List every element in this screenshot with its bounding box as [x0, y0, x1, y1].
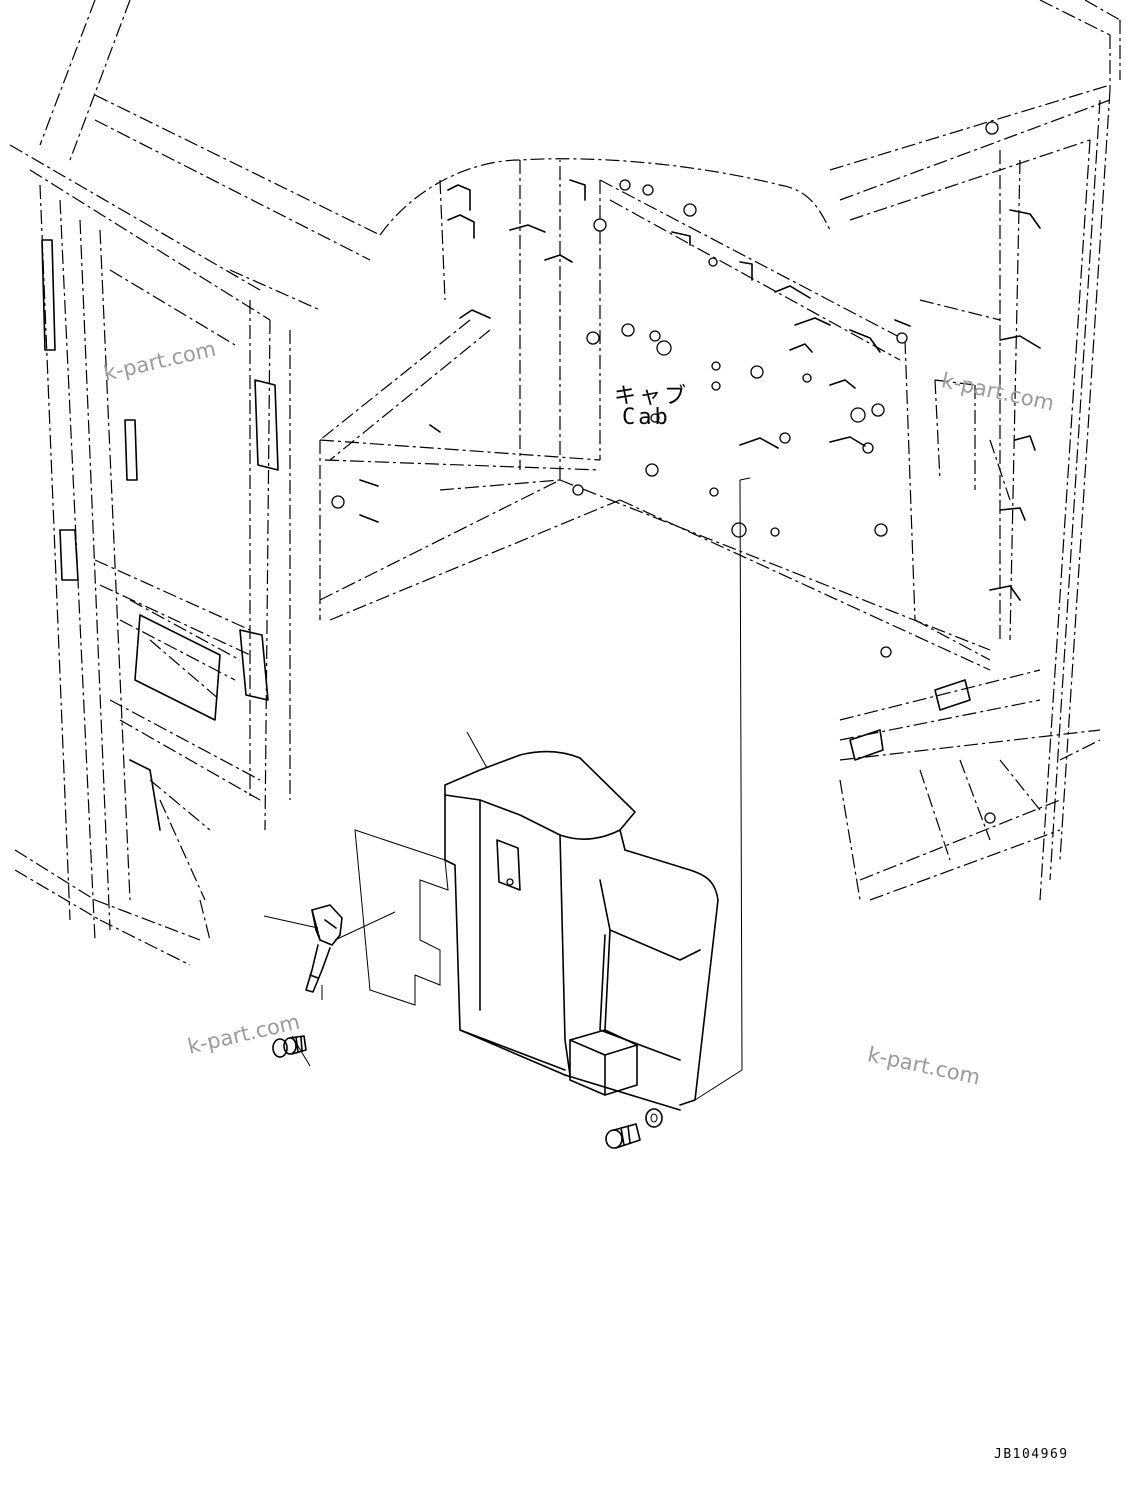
drawing-id: JB104969	[994, 1447, 1069, 1462]
back-panel-fittings	[41, 121, 1041, 831]
cover-bolt	[605, 1108, 663, 1149]
latch-handle	[305, 904, 343, 1000]
cab-cover	[354, 750, 719, 1111]
cab-frame-phantom	[9, 0, 1121, 966]
cab-label-japanese: キャブ	[614, 384, 690, 409]
latch-bolt	[272, 1035, 307, 1058]
leader-lines	[263, 477, 751, 1101]
cab-label-english: Cab	[622, 405, 671, 430]
